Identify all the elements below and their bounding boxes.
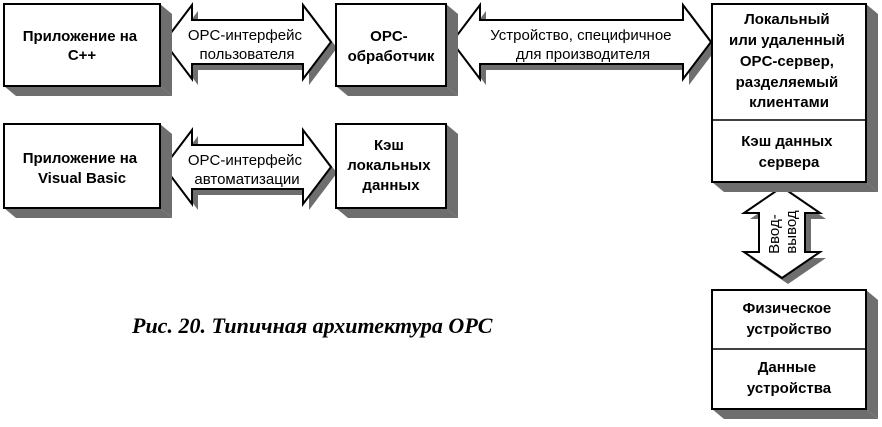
box-opc-handler-depth-bottom xyxy=(336,86,458,96)
box-local-cache-face xyxy=(335,123,447,209)
box-opc-server-label: Локальный или удаленный OPC-сервер, разд… xyxy=(729,11,849,111)
arrow-io-line-2: вывод xyxy=(783,210,800,254)
box-server-cache-label: Кэш данных сервера xyxy=(741,133,836,171)
box-local-cache-line-3: данных xyxy=(362,177,420,194)
box-vb-application-depth-bottom xyxy=(4,208,172,218)
box-opc-handler-line-2: обработчик xyxy=(348,48,435,65)
box-opc-handler-face xyxy=(335,3,447,87)
box-local-cache-line-2: локальных xyxy=(347,157,431,174)
arrow-automation-interface-label: OPC-интерфейс автоматизации xyxy=(188,152,306,188)
box-local-cache-depth xyxy=(446,124,458,218)
arrow-user-interface: OPC-интерфейс пользователя xyxy=(162,2,337,85)
arrow-io-line-1: Ввод- xyxy=(766,214,783,254)
box-vb-application-label: Приложение на Visual Basic xyxy=(23,150,142,187)
arrow-vendor-specific-line-2: для производителя xyxy=(516,46,650,63)
box-cpp-application: Приложение на C++ xyxy=(3,3,172,96)
box-cpp-application-line-1: Приложение на xyxy=(23,28,138,45)
arrow-automation-interface-shape xyxy=(162,127,333,207)
box-opc-server-depth xyxy=(866,4,878,192)
box-local-cache-line-1: Кэш xyxy=(374,137,404,154)
box-server-cache-line-2: сервера xyxy=(759,154,820,171)
arrow-user-interface-shape xyxy=(162,2,333,82)
box-vb-application-depth xyxy=(160,124,172,218)
arrow-io-shape xyxy=(740,185,824,280)
box-physical-device-depth xyxy=(866,290,878,419)
arrow-io-label: Ввод- вывод xyxy=(766,210,800,254)
box-vb-application-face xyxy=(3,123,161,209)
arrow-user-interface-line-2: пользователя xyxy=(200,46,295,63)
box-cpp-application-depth xyxy=(160,4,172,96)
box-opc-server-line-4: разделяемый xyxy=(736,74,839,91)
arrow-io: Ввод- вывод xyxy=(740,185,826,284)
box-physical-device-line-1: Физическое xyxy=(743,300,832,317)
box-opc-server-line-5: клиентами xyxy=(749,94,829,111)
box-opc-handler-label: OPC- обработчик xyxy=(348,28,435,65)
box-opc-server-face xyxy=(711,3,867,183)
box-server-cache-line-1: Кэш данных xyxy=(741,133,833,150)
arrow-vendor-specific-label: Устройство, специфичное для производител… xyxy=(490,27,675,63)
box-opc-server-depth-bottom xyxy=(712,182,878,192)
box-physical-device-depth-bottom xyxy=(712,409,878,419)
box-local-cache: Кэш локальных данных xyxy=(335,123,458,218)
box-opc-handler-depth xyxy=(446,4,458,96)
box-cpp-application-depth-bottom xyxy=(4,86,172,96)
arrow-user-interface-line-1: OPC-интерфейс xyxy=(188,27,303,44)
box-opc-server: Локальный или удаленный OPC-сервер, разд… xyxy=(711,3,878,192)
box-device-data-line-1: Данные xyxy=(758,359,816,376)
box-vb-application-line-2: Visual Basic xyxy=(38,170,126,187)
box-physical-device: Физическое устройство Данные устройства xyxy=(711,289,878,419)
box-opc-server-line-3: OPC-сервер, xyxy=(740,53,834,70)
arrow-vendor-specific-line-1: Устройство, специфичное xyxy=(490,27,671,44)
box-device-data-line-2: устройства xyxy=(747,380,832,397)
arrow-vendor-specific: Устройство, специфичное для производител… xyxy=(450,2,717,85)
arrow-automation-interface-line-2: автоматизации xyxy=(194,171,299,188)
box-local-cache-label: Кэш локальных данных xyxy=(347,137,434,194)
box-vb-application-line-1: Приложение на xyxy=(23,150,138,167)
figure-caption: Рис. 20. Типичная архитектура OPC xyxy=(131,313,493,338)
arrow-automation-interface: OPC-интерфейс автоматизации xyxy=(162,127,337,210)
box-device-data-label: Данные устройства xyxy=(747,359,832,397)
box-cpp-application-label: Приложение на C++ xyxy=(23,28,142,64)
box-opc-server-line-1: Локальный xyxy=(744,11,829,28)
arrow-user-interface-label: OPC-интерфейс пользователя xyxy=(188,27,306,63)
box-opc-handler-line-1: OPC- xyxy=(370,28,408,45)
box-cpp-application-face xyxy=(3,3,161,87)
box-physical-device-label: Физическое устройство xyxy=(743,300,836,338)
box-opc-handler: OPC- обработчик xyxy=(335,3,458,96)
box-vb-application: Приложение на Visual Basic xyxy=(3,123,172,218)
box-cpp-application-line-2: C++ xyxy=(68,47,97,64)
box-physical-device-line-2: устройство xyxy=(746,321,831,338)
arrow-automation-interface-line-1: OPC-интерфейс xyxy=(188,152,303,169)
box-local-cache-depth-bottom xyxy=(336,208,458,218)
box-opc-server-line-2: или удаленный xyxy=(729,32,845,49)
